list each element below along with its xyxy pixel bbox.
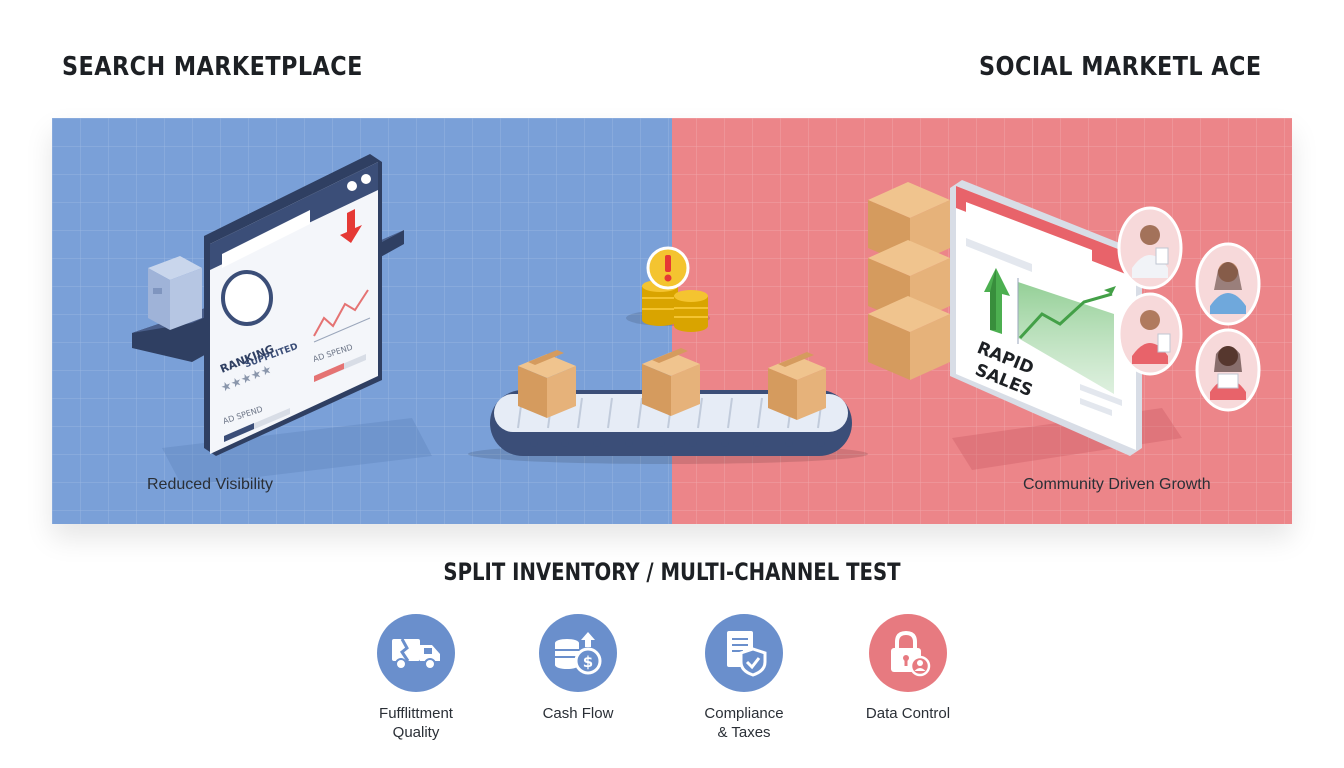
conveyor-belt xyxy=(468,390,868,464)
reduced-visibility-caption: Reduced Visibility xyxy=(147,476,273,493)
document-shield-icon xyxy=(705,614,783,692)
warning-icon xyxy=(646,246,690,290)
avatar-bubble-2 xyxy=(1195,242,1261,326)
feature-label-data-control: Data Control xyxy=(865,705,951,722)
coins-dollar-icon: $ xyxy=(539,614,617,692)
feature-data-control: Data Control xyxy=(833,614,983,723)
feature-label-compliance: Compliance & Taxes xyxy=(704,705,784,741)
split-inventory-title: SPLIT INVENTORY / MULTI-CHANNEL TEST xyxy=(443,558,901,586)
stacked-boxes xyxy=(868,182,950,380)
small-box-icon xyxy=(148,256,202,330)
damaged-truck-icon xyxy=(377,614,455,692)
split-scene: SUPPLITED RANKING ★★★★★ AD SPEND AD SPEN… xyxy=(52,118,1292,524)
conveyor-box-2 xyxy=(642,348,700,416)
padlock-user-icon xyxy=(869,614,947,692)
feature-label-fulfillment: Fufflittment Quality xyxy=(379,705,453,741)
sales-browser-window xyxy=(950,180,1182,470)
community-growth-caption: Community Driven Growth xyxy=(1023,476,1211,493)
svg-text:$: $ xyxy=(583,653,593,671)
up-arrow-icon xyxy=(984,268,1010,334)
search-marketplace-title: SEARCH MARKETPLACE xyxy=(62,52,363,82)
avatar-bubble-3 xyxy=(1117,292,1183,376)
feature-label-cash-flow: Cash Flow xyxy=(542,705,614,722)
ranking-browser-window xyxy=(162,154,432,486)
conveyor-box-3 xyxy=(768,352,826,420)
feature-cash-flow: $ Cash Flow xyxy=(503,614,653,723)
feature-fulfillment: Fufflittment Quality xyxy=(341,614,491,742)
coin-stack-icon xyxy=(626,280,710,332)
conveyor-box-1 xyxy=(518,350,576,418)
avatar-bubble-1 xyxy=(1117,206,1183,290)
feature-compliance: Compliance & Taxes xyxy=(669,614,819,742)
social-marketplace-title: SOCIAL MARKETL ACE xyxy=(979,52,1262,82)
avatar-bubble-4 xyxy=(1195,328,1261,412)
